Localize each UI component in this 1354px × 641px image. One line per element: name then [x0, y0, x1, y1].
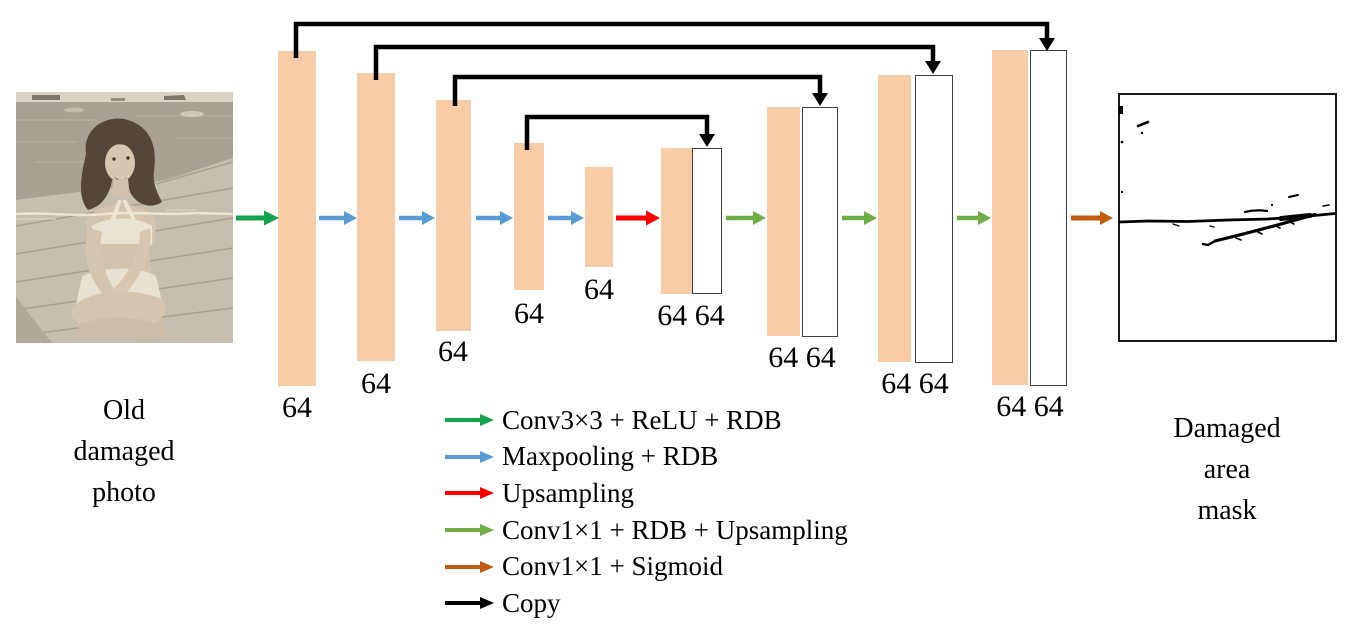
photo-woman	[71, 118, 166, 337]
input-photo	[16, 92, 233, 343]
legend-item-conv1x1-sigmoid: Conv1×1 + Sigmoid	[443, 548, 848, 585]
conv1x1-upsample-arrow-3	[957, 211, 991, 225]
decoder-copy-1	[692, 148, 722, 294]
upsampling-arrow	[616, 210, 660, 226]
legend-label: Maxpooling + RDB	[502, 441, 719, 472]
copy-arrow-3	[452, 74, 828, 106]
photo-shadow	[16, 297, 52, 343]
channel-label: 64	[282, 391, 312, 424]
input-caption: Old damaged photo	[34, 390, 214, 513]
input-caption-line2: damaged	[73, 436, 175, 467]
lightgreen-arrow-icon	[445, 524, 494, 537]
encoder-block-5	[585, 167, 613, 267]
channel-label: 64	[514, 297, 544, 330]
mask-cracks	[1118, 120, 1337, 247]
decoder-copy-3	[915, 75, 953, 363]
encoder-block-4	[514, 143, 544, 290]
decoder-copy-2	[802, 107, 838, 337]
encoder-block-2	[357, 73, 395, 361]
decoder-block-3	[878, 75, 911, 362]
input-caption-line1: Old	[103, 395, 145, 426]
legend-label: Copy	[502, 587, 561, 618]
red-arrow-icon	[445, 487, 494, 500]
channel-label: 64 64	[768, 341, 836, 374]
copy-arrow-1	[293, 21, 1055, 58]
legend-item-conv1x1-upsampling: Conv1×1 + RDB + Upsampling	[443, 512, 848, 549]
output-caption-line3: mask	[1197, 495, 1257, 526]
channel-label: 64 64	[881, 367, 949, 400]
channel-label: 64	[361, 367, 391, 400]
legend-label: Conv3×3 + ReLU + RDB	[502, 404, 782, 435]
legend-item-conv3x3: Conv3×3 + ReLU + RDB	[443, 402, 848, 439]
photo-sky-strip	[16, 92, 233, 102]
encoder-block-1	[278, 51, 316, 386]
green-arrow-icon	[445, 414, 494, 427]
decoder-block-2	[767, 107, 800, 336]
conv1x1-upsample-arrow-2	[842, 211, 877, 225]
maxpool-arrow-4	[548, 211, 584, 225]
conv1x1-sigmoid-arrow-output	[1071, 211, 1113, 225]
decoder-copy-4	[1030, 50, 1067, 386]
blue-arrow-icon	[445, 450, 494, 463]
decoder-block-4	[992, 50, 1028, 385]
channel-label: 64 64	[657, 299, 725, 332]
output-mask	[1118, 93, 1337, 342]
mask-specks	[1119, 106, 1274, 207]
copy-arrow-2	[373, 44, 941, 80]
legend-label: Upsampling	[502, 477, 634, 508]
maxpool-arrow-1	[319, 211, 357, 225]
output-caption: Damaged area mask	[1127, 408, 1327, 531]
black-arrow-icon	[445, 597, 494, 610]
photo-boat-light	[180, 111, 204, 117]
maxpool-arrow-2	[399, 211, 435, 225]
conv3x3-arrow-input	[236, 210, 279, 226]
legend-item-upsampling: Upsampling	[443, 475, 848, 512]
maxpool-arrow-3	[476, 211, 513, 225]
brown-arrow-icon	[445, 560, 494, 573]
output-caption-line2: area	[1203, 454, 1251, 485]
decoder-block-1	[661, 148, 692, 294]
channel-label: 64	[584, 273, 614, 306]
legend-label: Conv1×1 + RDB + Upsampling	[502, 514, 848, 545]
legend-item-copy: Copy	[443, 585, 848, 622]
conv1x1-upsample-arrow-1	[726, 211, 766, 225]
channel-label: 64 64	[996, 390, 1064, 423]
photo-boats	[32, 95, 186, 101]
copy-arrow-4	[524, 114, 715, 150]
encoder-block-3	[436, 100, 471, 331]
channel-label: 64	[438, 335, 468, 368]
legend: Conv3×3 + ReLU + RDB Maxpooling + RDB Up…	[443, 402, 848, 622]
legend-item-maxpooling: Maxpooling + RDB	[443, 439, 848, 476]
output-caption-line1: Damaged	[1173, 413, 1281, 444]
photo-crack	[16, 209, 233, 220]
photo-boat-light2	[64, 107, 84, 113]
legend-label: Conv1×1 + Sigmoid	[502, 551, 723, 582]
input-caption-line3: photo	[92, 477, 156, 508]
